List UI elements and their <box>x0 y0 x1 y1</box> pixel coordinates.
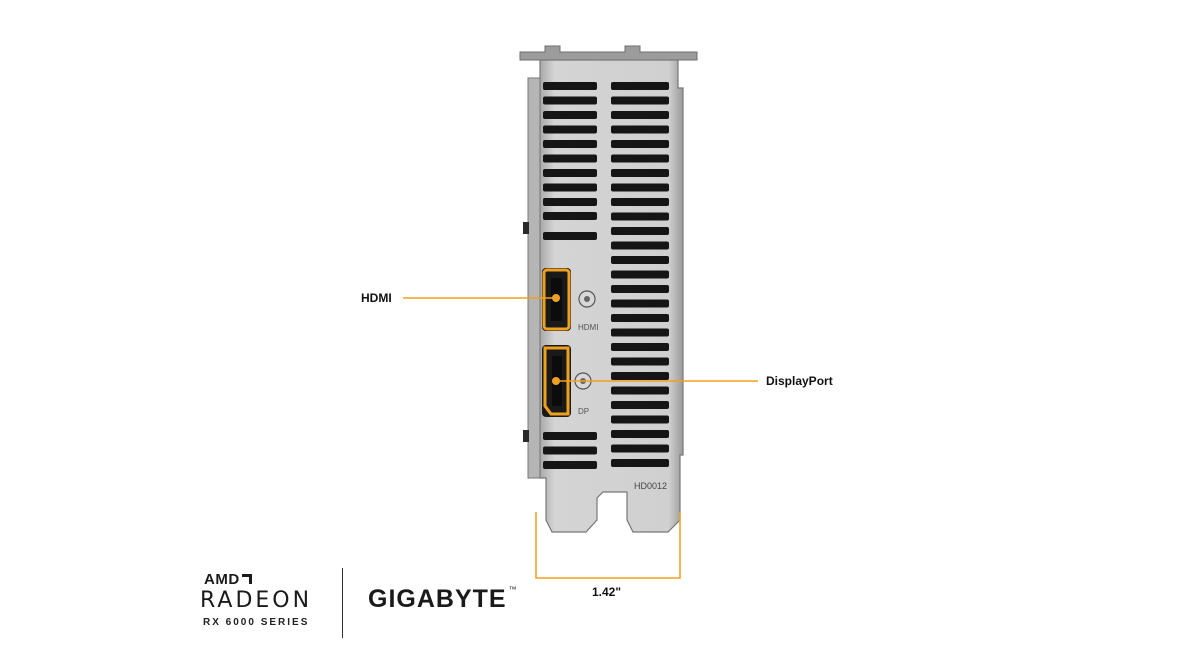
vent-slot <box>611 183 669 192</box>
vent-slot <box>611 140 669 148</box>
vent-slot <box>543 111 597 119</box>
vent-slot <box>611 270 669 279</box>
vent-slot <box>543 232 597 240</box>
displayport-label: DisplayPort <box>766 374 833 388</box>
bracket-top-tab <box>519 45 698 61</box>
vent-slot <box>611 256 669 264</box>
series-label: RX 6000 SERIES <box>203 617 310 628</box>
vent-slot <box>611 372 669 380</box>
hdmi-callout <box>403 294 560 302</box>
vent-slot <box>543 169 597 177</box>
vent-slot <box>611 82 669 90</box>
vent-slot <box>543 446 597 455</box>
vent-slot <box>611 401 669 409</box>
amd-wordmark: AMD <box>204 571 252 588</box>
vent-slot <box>611 430 669 438</box>
brand-divider <box>342 568 343 638</box>
vent-slot <box>611 357 669 366</box>
vent-slot <box>611 415 669 424</box>
io-bracket <box>523 59 684 533</box>
dp-port-marking: DP <box>578 407 589 416</box>
width-dimension-label: 1.42" <box>592 585 622 599</box>
amd-arrow-icon <box>241 574 252 584</box>
hdmi-screw-icon <box>578 290 596 308</box>
vent-slot <box>611 459 669 467</box>
vent-slot <box>611 125 669 134</box>
vent-slot <box>543 125 597 134</box>
vent-slot <box>611 444 669 453</box>
hdmi-port-marking: HDMI <box>578 323 598 332</box>
vent-slot <box>611 198 669 206</box>
vent-slot <box>611 169 669 177</box>
vent-slot <box>611 314 669 322</box>
radeon-wordmark: RADEON <box>200 588 313 613</box>
vent-slot <box>611 111 669 119</box>
vent-slot <box>611 227 669 235</box>
vent-slot <box>543 212 597 220</box>
vent-slot <box>611 299 669 308</box>
bracket-serial-marking: HD0012 <box>634 481 667 491</box>
vent-slot <box>543 432 597 440</box>
vent-slot <box>543 96 597 105</box>
vent-slot <box>611 386 669 395</box>
vent-slot <box>611 328 669 337</box>
trademark-mark: ™ <box>508 585 518 594</box>
vent-slot <box>611 212 669 221</box>
vent-slot <box>611 343 669 351</box>
hdmi-label: HDMI <box>361 291 392 305</box>
vent-slot <box>611 96 669 105</box>
vent-slot <box>543 461 597 469</box>
vent-slot <box>543 82 597 90</box>
displayport-callout <box>552 377 758 385</box>
vent-slots-left <box>543 82 597 469</box>
vent-slot <box>611 241 669 250</box>
width-dimension-bracket <box>535 512 681 579</box>
vent-slot <box>543 183 597 192</box>
vent-slots-right <box>611 82 669 467</box>
vent-slot <box>543 140 597 148</box>
vent-slot <box>543 198 597 206</box>
vent-slot <box>543 154 597 163</box>
vent-slot <box>611 285 669 293</box>
vent-slot <box>611 154 669 163</box>
